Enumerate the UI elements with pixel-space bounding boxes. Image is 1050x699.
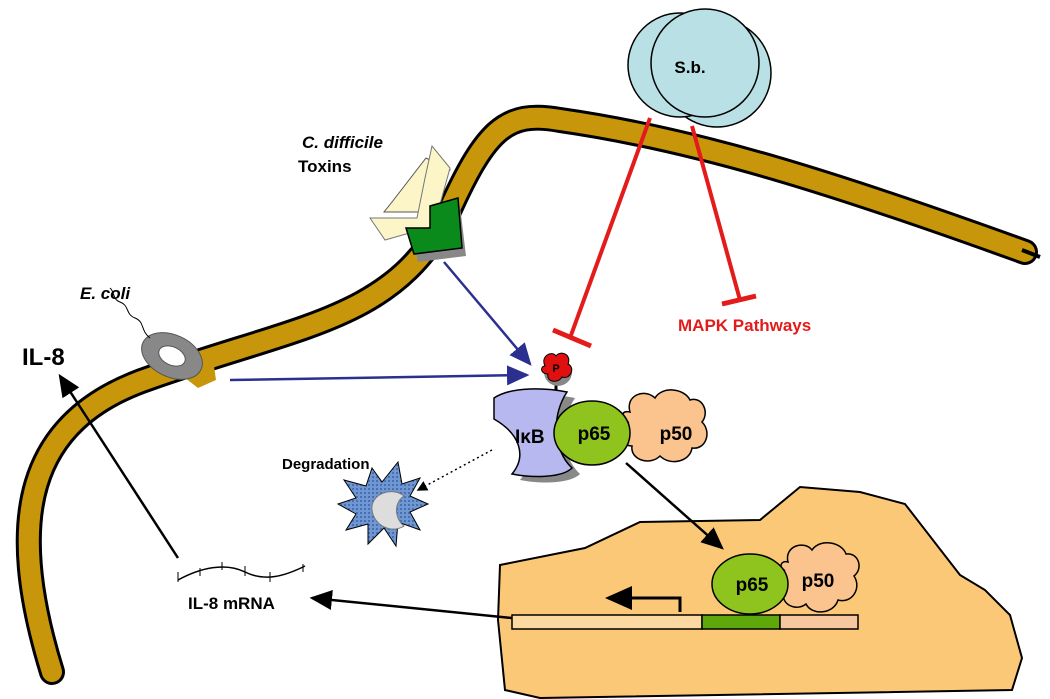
degradation-arrow [416,449,493,491]
toxins-label: Toxins [298,157,352,176]
toxin-activation-arrow [443,261,532,366]
p65-label: p65 [578,424,611,445]
nuclear-p65-protein [711,553,789,615]
il8-mrna-strand [177,562,306,582]
phosphate-group [541,352,573,400]
ecoli-activation-arrow [229,365,530,386]
c-difficile-label: C. difficile [302,133,383,152]
c-difficile-toxin [369,144,466,262]
sb-inhibition-mapk [690,125,757,307]
e-coli-label: E. coli [80,284,131,303]
p65-protein [553,400,631,466]
nuclear-p65-label: p65 [736,575,769,596]
mrna-export-arrow [309,590,513,620]
sb-yeast-cell [627,8,772,128]
transcription-start-arrow [605,586,682,612]
ikb-label: IκB [515,427,545,448]
p50-label: p50 [660,424,693,445]
degradation-label: Degradation [282,456,370,473]
il8-label: IL-8 [22,344,65,371]
mapk-pathways-label: MAPK Pathways [678,316,811,335]
nuclear-p50-label: p50 [802,571,835,592]
e-coli-bacterium [109,287,216,388]
proteasome-burst [336,460,430,548]
il8-secretion-arrow [58,373,180,559]
dna-strand [511,614,859,630]
nuclear-translocation-arrow [625,462,724,550]
sb-label: S.b. [674,58,705,77]
phosphate-label: P [552,363,559,375]
sb-inhibition-ikb [552,117,652,349]
il8-mrna-label: IL-8 mRNA [188,594,275,613]
